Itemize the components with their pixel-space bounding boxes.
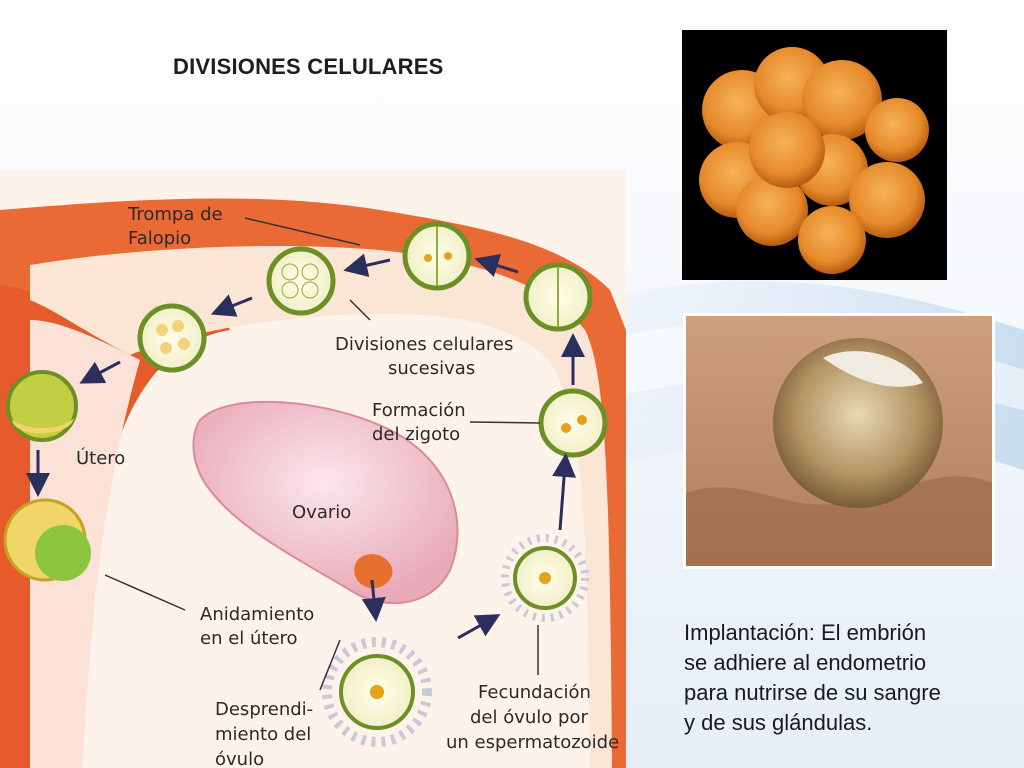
label-desprendimiento-1: Desprendi-: [215, 699, 313, 720]
cell-morula: [137, 303, 207, 373]
cell-four-stage: [266, 246, 336, 316]
label-anidamiento-2: en el útero: [200, 628, 298, 649]
label-fecundacion-2: del óvulo por: [470, 707, 588, 728]
label-divisiones-2: sucesivas: [388, 358, 475, 379]
reproduction-diagram: Trompa de Falopio Divisiones celulares s…: [0, 170, 626, 768]
label-formacion-1: Formación: [372, 400, 466, 421]
label-fecundacion-3: un espermatozoide: [446, 732, 619, 753]
cell-implanting: [3, 498, 91, 582]
label-desprendimiento-3: óvulo: [215, 749, 264, 768]
label-desprendimiento-2: miento del: [215, 724, 311, 745]
label-utero: Útero: [76, 447, 125, 469]
slide-title: DIVISIONES CELULARES: [173, 54, 444, 79]
label-trompa-2: Falopio: [128, 228, 191, 249]
cell-blastocyst: [6, 370, 78, 442]
cell-two-blastomeres: [402, 221, 472, 291]
label-trompa-1: Trompa de: [127, 204, 223, 225]
label-divisiones-1: Divisiones celulares: [335, 334, 513, 355]
cell-zygote: [538, 388, 608, 458]
implantation-caption: Implantación: El embrión se adhiere al e…: [684, 618, 1004, 738]
label-anidamiento-1: Anidamiento: [200, 604, 314, 625]
caption-line-1: Implantación: El embrión: [684, 620, 927, 645]
released-ovum: [322, 637, 432, 747]
cell-two-stage: [523, 262, 593, 332]
caption-line-3: para nutrirse de su sangre: [684, 680, 941, 705]
caption-line-2: se adhiere al endometrio: [684, 650, 927, 675]
fertilized-ovum: [501, 534, 589, 622]
implantation-photo: [683, 313, 995, 569]
label-ovario: Ovario: [292, 502, 351, 523]
caption-line-4: y de sus glándulas.: [684, 710, 873, 735]
label-fecundacion-1: Fecundación: [478, 682, 591, 703]
label-formacion-2: del zigoto: [372, 424, 460, 445]
morula-photo: [682, 30, 947, 280]
